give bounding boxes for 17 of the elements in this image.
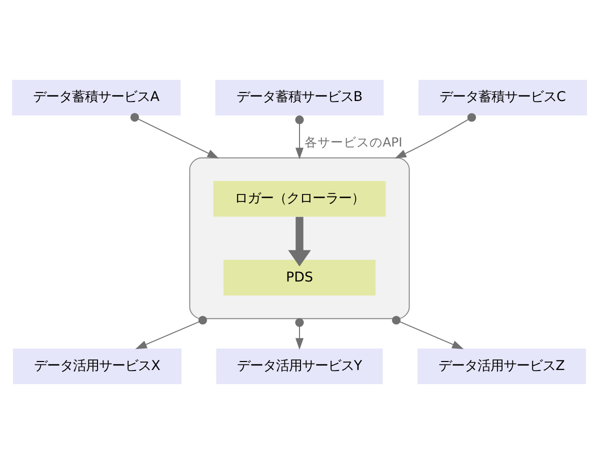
node-box: データ蓄積サービスA [12, 79, 181, 115]
arrow [135, 315, 208, 349]
node-box: データ蓄積サービスC [418, 79, 587, 115]
arrow [295, 318, 304, 350]
arrow [392, 315, 464, 349]
node-box: ロガー（クローラー） [213, 180, 386, 216]
node-box: データ活用サービスY [216, 348, 383, 384]
arrow [288, 216, 311, 266]
node-box: PDS [223, 259, 376, 296]
arrow [394, 112, 476, 158]
edge-label: 各サービスのAPI [304, 134, 402, 150]
node-box: データ活用サービスX [13, 348, 182, 384]
cluster [189, 156, 410, 319]
arrow [295, 114, 304, 159]
node-box: データ活用サービスZ [417, 348, 586, 384]
node-box: データ蓄積サービスB [215, 79, 384, 115]
arrow [130, 112, 219, 158]
